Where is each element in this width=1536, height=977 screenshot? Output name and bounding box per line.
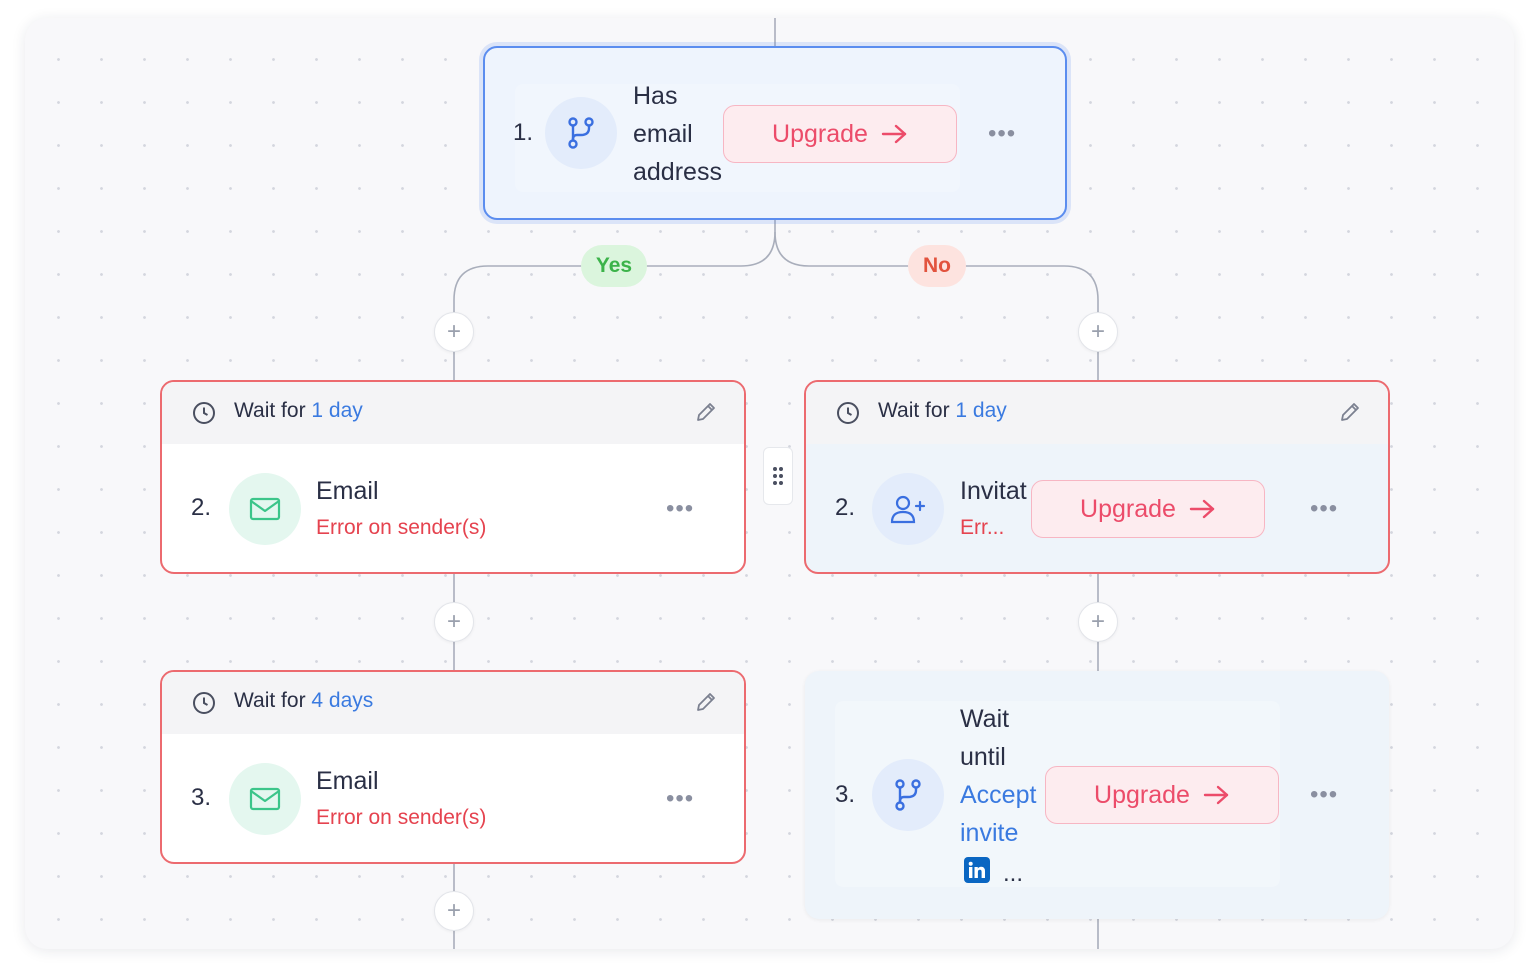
left-step-3-title: Email	[316, 767, 379, 795]
add-step-button[interactable]: +	[1078, 602, 1118, 642]
arrow-right-icon	[1203, 785, 1229, 805]
arrow-right-icon	[881, 124, 907, 144]
branch-no-badge: No	[908, 245, 966, 287]
wait-duration: 1 day	[311, 399, 363, 422]
branch-icon	[872, 759, 944, 831]
drag-handle[interactable]	[763, 447, 793, 505]
pencil-icon[interactable]	[1338, 400, 1362, 424]
condition-step-number: 1.	[513, 119, 534, 146]
accept-invite-link[interactable]: invite	[960, 819, 1019, 847]
wait-label: Wait for	[234, 689, 306, 712]
arrow-right-icon	[1189, 499, 1215, 519]
right-step-2-upgrade-button[interactable]: Upgrade	[1031, 480, 1265, 538]
wait-header: Wait for 1 day	[806, 382, 1388, 444]
left-step-2-title: Email	[316, 477, 379, 505]
linkedin-icon	[964, 857, 990, 883]
add-step-button[interactable]: +	[434, 891, 474, 931]
upgrade-label: Upgrade	[772, 119, 868, 148]
pencil-icon[interactable]	[694, 400, 718, 424]
branch-icon	[545, 97, 617, 169]
right-step-2-number: 2.	[835, 494, 856, 521]
wait-label: Wait for	[878, 399, 950, 422]
branch-yes-badge: Yes	[581, 245, 647, 287]
clock-icon	[193, 692, 215, 714]
right-step-3-number: 3.	[835, 781, 856, 808]
right-step-2-error: Err...	[960, 516, 1005, 539]
left-step-3-card[interactable]: Wait for 4 days	[160, 670, 746, 864]
left-step-2-number: 2.	[191, 494, 212, 521]
add-step-button[interactable]: +	[434, 312, 474, 352]
right-step-3-ellipsis: ...	[1003, 860, 1024, 887]
left-step-3-number: 3.	[191, 784, 212, 811]
mail-icon	[229, 763, 301, 835]
clock-icon	[193, 402, 215, 424]
condition-upgrade-button[interactable]: Upgrade	[723, 105, 957, 163]
left-step-2-more-button[interactable]: •••	[666, 495, 695, 522]
add-step-button[interactable]: +	[434, 602, 474, 642]
wait-header: Wait for 1 day	[162, 382, 744, 444]
mail-icon	[229, 473, 301, 545]
right-step-3-title: Wait until Accept invite	[960, 700, 1036, 852]
accept-invite-link[interactable]: Accept	[960, 781, 1037, 809]
left-step-2-error: Error on sender(s)	[316, 516, 487, 539]
upgrade-label: Upgrade	[1094, 780, 1190, 809]
pencil-icon[interactable]	[694, 690, 718, 714]
wait-header: Wait for 4 days	[162, 672, 744, 734]
upgrade-label: Upgrade	[1080, 494, 1176, 523]
right-step-2-title: Invitat	[960, 477, 1027, 505]
right-step-2-more-button[interactable]: •••	[1310, 495, 1339, 522]
right-step-3-upgrade-button[interactable]: Upgrade	[1045, 766, 1279, 824]
clock-icon	[837, 402, 859, 424]
wait-duration: 1 day	[955, 399, 1007, 422]
condition-more-button[interactable]: •••	[988, 120, 1017, 147]
condition-title: Has email address	[633, 82, 722, 186]
wait-duration: 4 days	[311, 689, 374, 712]
grip-icon	[773, 467, 783, 485]
left-step-3-error: Error on sender(s)	[316, 806, 487, 829]
right-step-3-more-button[interactable]: •••	[1310, 781, 1339, 808]
left-step-3-more-button[interactable]: •••	[666, 785, 695, 812]
user-plus-icon	[872, 473, 944, 545]
add-step-button[interactable]: +	[1078, 312, 1118, 352]
wait-label: Wait for	[234, 399, 306, 422]
